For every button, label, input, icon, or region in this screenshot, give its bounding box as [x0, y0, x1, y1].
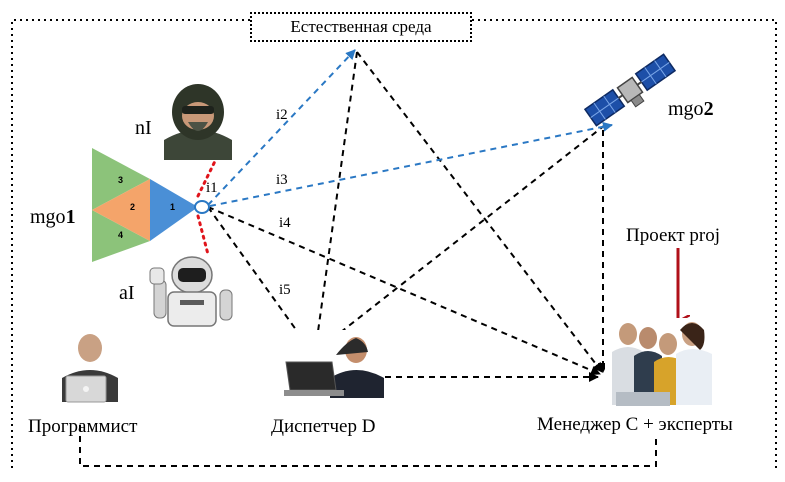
dispatcher-label: Диспетчер D — [271, 416, 376, 437]
mgo2-prefix: mgo — [668, 98, 704, 120]
dispatcher-image — [284, 330, 384, 400]
triangle-segment-4 — [92, 210, 150, 262]
edge-i1-i4-manager — [207, 206, 601, 376]
interface-i4-label: i4 — [279, 215, 291, 231]
edge-programmer-manager — [79, 425, 657, 467]
robot-image — [148, 255, 236, 327]
pilot-image — [162, 84, 234, 160]
interface-i2-line — [207, 49, 356, 206]
triangle-segment-1 — [150, 179, 198, 241]
mgo1-index: 1 — [65, 206, 76, 228]
mgo1-prefix: mgo — [30, 206, 66, 228]
edge-env-manager — [356, 51, 603, 373]
interface-lines — [207, 49, 613, 207]
interface-i1-label: i1 — [206, 180, 218, 196]
ni-label: nI — [135, 117, 152, 139]
edge-env-dispatcher — [311, 51, 358, 354]
mgo2-label: mgo2 — [668, 99, 714, 119]
mgo1-label: mgo1 — [30, 207, 76, 227]
segment-label-1: 1 — [170, 202, 175, 212]
programmer-label: Программист — [28, 416, 138, 437]
satellite-image — [583, 53, 677, 127]
interface-i5-label: i5 — [279, 282, 291, 298]
red-dotted-links — [196, 153, 220, 264]
triangle-segment-3 — [92, 148, 150, 210]
experts-image — [605, 318, 715, 408]
segment-label-3: 3 — [118, 175, 123, 185]
edge-i1-i5-dispatcher — [207, 206, 313, 353]
edge-mgo2-dispatcher — [317, 124, 606, 351]
interface-i3-line — [209, 121, 613, 207]
segment-label-2: 2 — [130, 202, 135, 212]
project-label: Проект proj — [626, 225, 721, 246]
environment-box: Естественная среда — [250, 12, 472, 42]
ai-label: aI — [119, 282, 135, 304]
mgo2-index: 2 — [703, 98, 714, 120]
segment-label-4: 4 — [118, 230, 123, 240]
environment-label: Естественная среда — [290, 17, 432, 36]
triangle-segment-2 — [92, 179, 150, 241]
interface-i2-label: i2 — [276, 107, 288, 123]
red-link-ai — [196, 214, 212, 264]
programmer-image — [55, 330, 125, 403]
interface-i3-label: i3 — [276, 172, 288, 188]
interface-i1-node — [194, 200, 210, 214]
outer-frame — [11, 19, 777, 472]
red-link-ni — [196, 153, 220, 198]
manager-label: Менеджер C + эксперты — [537, 414, 733, 435]
mgo1-triangle: 3 2 1 4 — [92, 148, 210, 262]
dashed-connections — [79, 51, 657, 467]
